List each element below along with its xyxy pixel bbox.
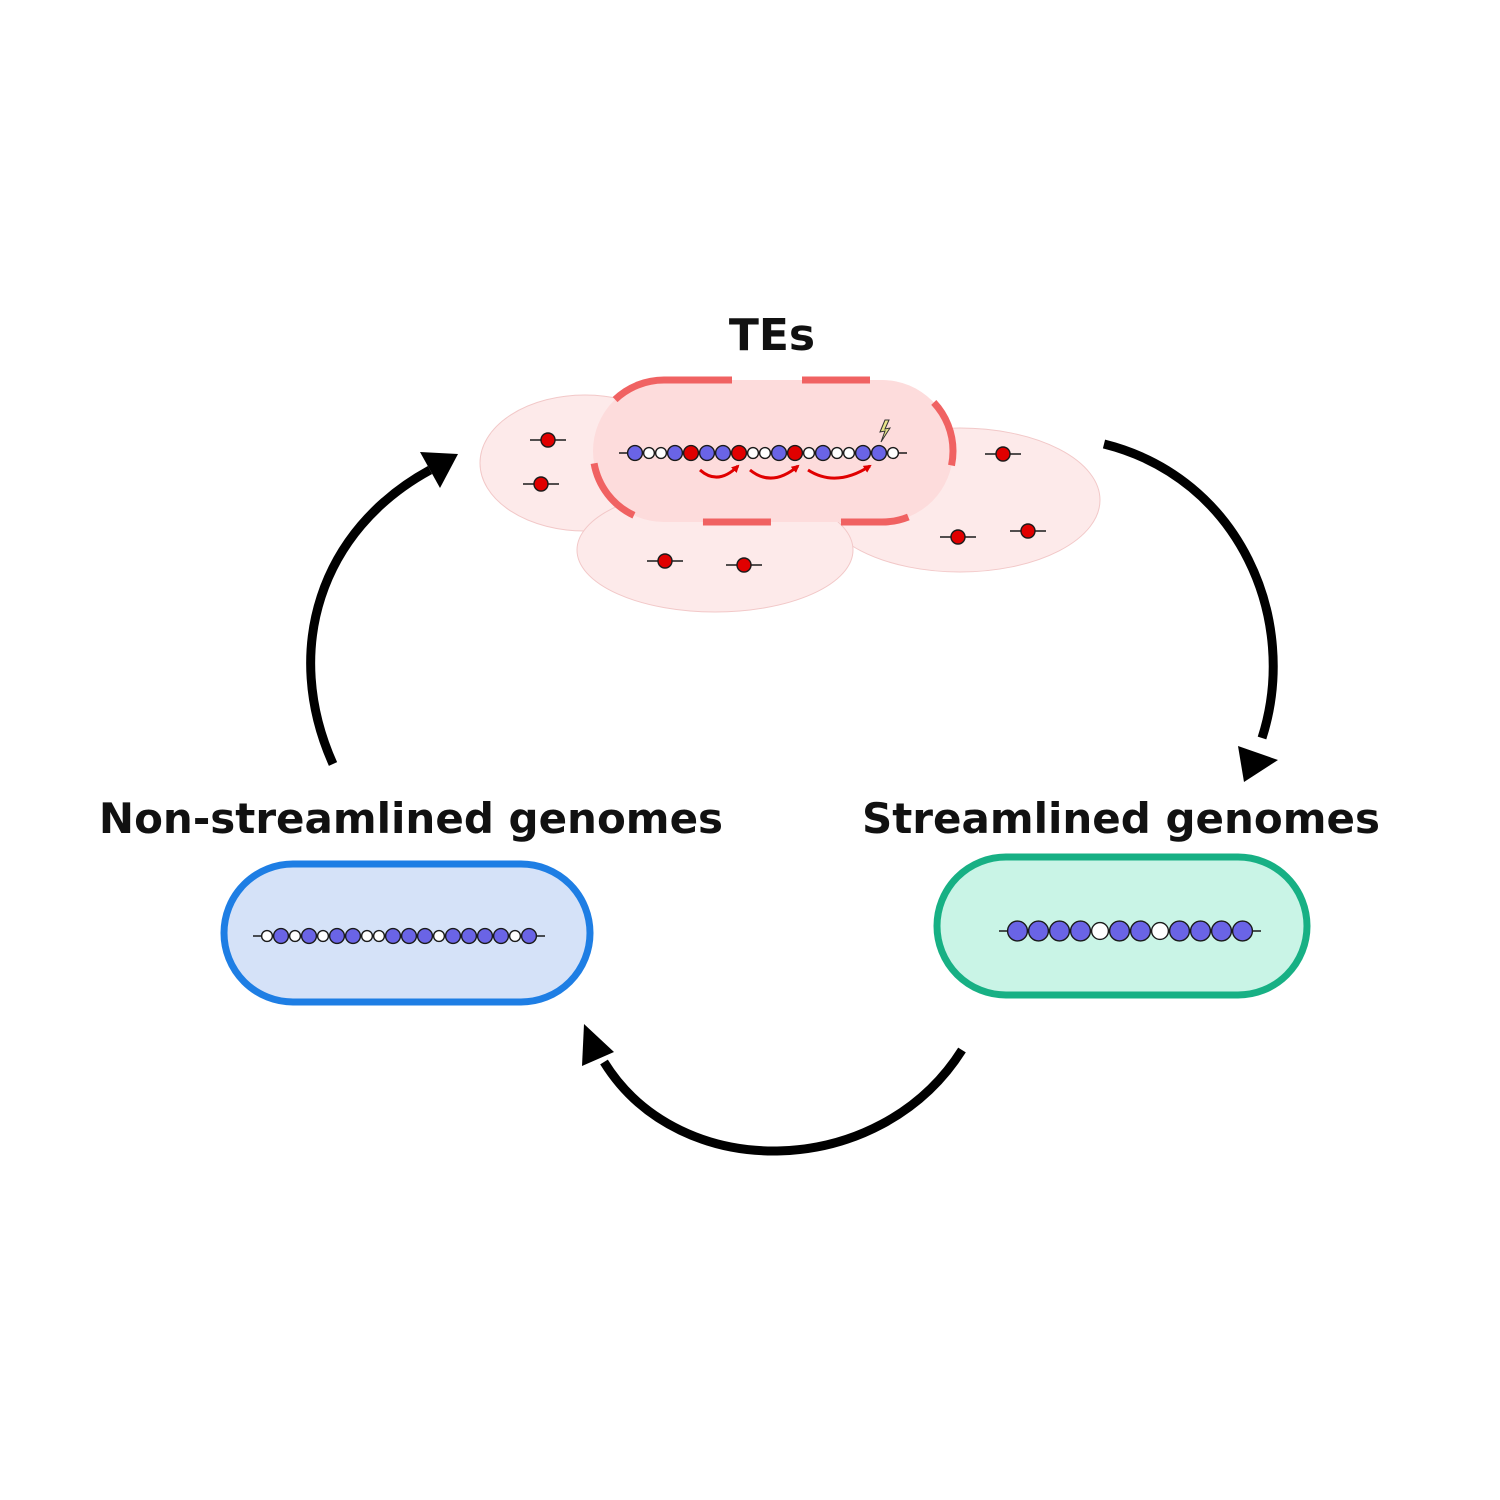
noncoding-region <box>1150 921 1170 941</box>
transposition-arrows <box>699 464 872 480</box>
free-transposon-icon <box>647 553 683 569</box>
gene <box>770 444 788 462</box>
te-label: TEs <box>729 310 815 361</box>
noncoding-region <box>288 929 302 943</box>
gene <box>344 927 362 945</box>
noncoding-region <box>842 446 856 460</box>
noncoding-region <box>372 929 386 943</box>
noncoding-region <box>802 446 816 460</box>
te-cell-group: TEs <box>479 310 1101 613</box>
gene <box>1231 920 1254 942</box>
curved-arrow-icon-left <box>306 466 433 766</box>
gene <box>476 927 494 945</box>
curved-arrow-icon-bottom <box>600 1047 966 1156</box>
free-transposon-icon <box>985 446 1021 462</box>
free-transposon-icon <box>1010 523 1046 539</box>
gene <box>328 927 346 945</box>
cycle-arrows <box>306 439 1278 1156</box>
gene <box>870 444 888 462</box>
gene <box>272 927 290 945</box>
gene <box>416 927 434 945</box>
gene <box>1108 920 1131 942</box>
gene <box>1129 920 1152 942</box>
gene <box>1189 920 1212 942</box>
transposon <box>730 444 748 462</box>
gene <box>1168 920 1191 942</box>
gene <box>384 927 402 945</box>
gene <box>1069 920 1092 942</box>
noncoding-region <box>260 929 274 943</box>
gene <box>460 927 478 945</box>
gene <box>1210 920 1233 942</box>
gene <box>714 444 732 462</box>
arrowhead-bottom <box>582 1024 614 1066</box>
noncoding-region <box>886 446 900 460</box>
non-streamlined-group: Non-streamlined genomes <box>99 794 723 1006</box>
arrowhead-left <box>420 452 458 488</box>
transposition-arrow-icon <box>807 464 872 480</box>
noncoding-region <box>758 446 772 460</box>
noncoding-region <box>508 929 522 943</box>
free-transposon-icon <box>726 557 762 573</box>
noncoding-region <box>642 446 656 460</box>
gene <box>1006 920 1029 942</box>
transposition-arrow-icon <box>699 464 740 479</box>
gene <box>492 927 510 945</box>
gene <box>698 444 716 462</box>
streamlined-group: Streamlined genomes <box>862 794 1380 999</box>
gene <box>300 927 318 945</box>
curved-arrow-icon-top-right <box>1102 439 1278 740</box>
free-transposons <box>523 432 1046 573</box>
transposon <box>786 444 804 462</box>
gene <box>1048 920 1071 942</box>
lightning-bolt-icon <box>879 419 892 443</box>
noncoding-region <box>316 929 330 943</box>
transposition-arrow-icon <box>749 464 800 480</box>
non-streamlined-genome <box>253 927 545 945</box>
arrowhead-top-right <box>1238 746 1278 782</box>
transposon <box>682 444 700 462</box>
noncoding-region <box>432 929 446 943</box>
te-cell-genome <box>619 444 907 462</box>
free-transposon-icon <box>523 476 559 492</box>
gene <box>520 927 538 945</box>
gene <box>854 444 872 462</box>
non-streamlined-label: Non-streamlined genomes <box>99 794 723 843</box>
gene <box>666 444 684 462</box>
streamlined-genome <box>999 920 1261 942</box>
noncoding-region <box>1090 921 1110 941</box>
noncoding-region <box>830 446 844 460</box>
streamlined-label: Streamlined genomes <box>862 794 1380 843</box>
free-transposon-icon <box>530 432 566 448</box>
gene <box>1027 920 1050 942</box>
gene <box>444 927 462 945</box>
noncoding-region <box>746 446 760 460</box>
gene <box>400 927 418 945</box>
gene <box>626 444 644 462</box>
noncoding-region <box>360 929 374 943</box>
free-transposon-icon <box>940 529 976 545</box>
noncoding-region <box>654 446 668 460</box>
gene <box>814 444 832 462</box>
